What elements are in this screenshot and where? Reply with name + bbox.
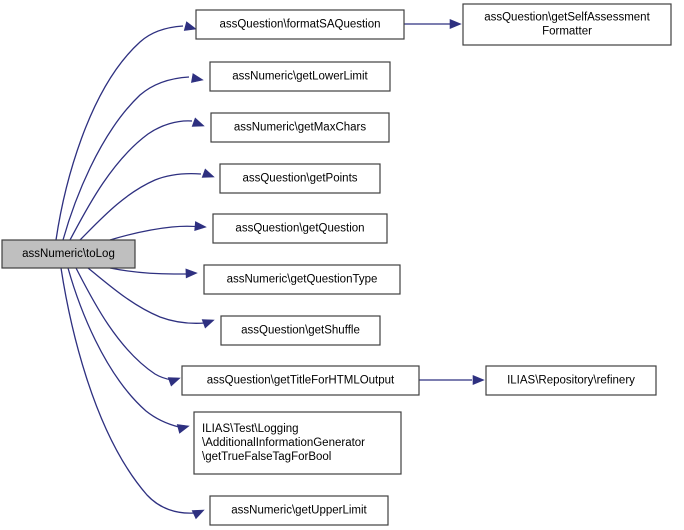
edge-line xyxy=(75,267,173,381)
node-label: assQuestion\getQuestion xyxy=(235,223,364,235)
node-box[interactable] xyxy=(195,9,405,40)
node-getTitleForHTMLOutput[interactable]: assQuestion\getTitleForHTMLOutput xyxy=(181,365,420,396)
node-box[interactable] xyxy=(203,264,401,295)
node-label: assQuestion\getPoints xyxy=(242,173,357,185)
arrowhead-icon xyxy=(167,377,181,387)
node-getQuestionType[interactable]: assNumeric\getQuestionType xyxy=(203,264,401,295)
edge-root-to-getShuffle xyxy=(87,267,215,329)
node-getTrueFalseTagForBool[interactable]: ILIAS\Test\Logging \AdditionalInformation… xyxy=(193,411,402,475)
node-box[interactable] xyxy=(219,163,381,194)
edge-line xyxy=(55,25,184,241)
edge-line xyxy=(60,267,195,514)
edge-line xyxy=(69,120,193,241)
node-label: ILIAS\Test\Logging xyxy=(202,423,299,435)
arrowhead-icon xyxy=(191,73,204,83)
edge-line xyxy=(109,267,192,275)
node-label: \AdditionalInformationGenerator xyxy=(202,437,365,449)
node-label: \getTrueFalseTagForBool xyxy=(202,451,331,463)
node-label: assQuestion\formatSAQuestion xyxy=(219,19,380,31)
edge-root-to-getQuestionType xyxy=(109,267,198,279)
edge-line xyxy=(79,173,202,241)
node-label: assNumeric\getUpperLimit xyxy=(231,505,367,517)
node-getPoints[interactable]: assQuestion\getPoints xyxy=(219,163,381,194)
arrowhead-icon xyxy=(194,221,207,231)
node-getMaxChars[interactable]: assNumeric\getMaxChars xyxy=(210,112,390,143)
node-getQuestion[interactable]: assQuestion\getQuestion xyxy=(212,213,388,244)
edge-root-to-formatSAQuestion xyxy=(55,21,197,241)
edges-layer xyxy=(55,19,485,520)
arrowhead-icon xyxy=(183,21,197,31)
edge-line xyxy=(87,267,206,324)
node-root[interactable]: assNumeric\toLog xyxy=(1,239,136,269)
edge-root-to-getUpperLimit xyxy=(60,267,205,520)
node-box[interactable] xyxy=(220,315,381,346)
edge-line xyxy=(62,76,190,241)
edge-getTitleForHTMLOutput-to-refinery xyxy=(419,375,485,385)
edge-root-to-getTitleForHTMLOutput xyxy=(75,267,181,387)
node-box[interactable] xyxy=(193,411,402,475)
nodes-layer: assNumeric\toLog assQuestion\formatSAQues… xyxy=(1,3,672,526)
arrowhead-icon xyxy=(472,375,485,385)
node-box[interactable] xyxy=(209,495,389,526)
node-box[interactable] xyxy=(485,365,657,396)
arrowhead-icon xyxy=(191,509,205,520)
node-label: assNumeric\toLog xyxy=(22,248,115,260)
edge-root-to-getLowerLimit xyxy=(62,73,204,241)
edge-formatSAQuestion-to-getSelfAssessmentFormatter xyxy=(404,19,462,29)
node-label: ILIAS\Repository\refinery xyxy=(507,375,635,387)
node-box[interactable] xyxy=(209,61,391,92)
node-box[interactable] xyxy=(1,239,136,269)
arrowhead-icon xyxy=(201,319,215,329)
node-formatSAQuestion[interactable]: assQuestion\formatSAQuestion xyxy=(195,9,405,40)
node-label: assQuestion\getSelfAssessment xyxy=(484,12,650,24)
edge-root-to-getQuestion xyxy=(109,221,207,241)
edge-line xyxy=(109,225,203,241)
edge-root-to-getPoints xyxy=(79,168,215,241)
node-box[interactable] xyxy=(210,112,390,143)
node-box[interactable] xyxy=(212,213,388,244)
node-getShuffle[interactable]: assQuestion\getShuffle xyxy=(220,315,381,346)
edge-line xyxy=(67,267,180,428)
node-label: Formatter xyxy=(542,26,592,38)
node-box[interactable] xyxy=(181,365,420,396)
node-label: assQuestion\getTitleForHTMLOutput xyxy=(207,375,395,387)
node-refinery[interactable]: ILIAS\Repository\refinery xyxy=(485,365,657,396)
edge-root-to-getTrueFalseTagForBool xyxy=(67,267,190,434)
arrowhead-icon xyxy=(176,424,190,434)
node-box[interactable] xyxy=(462,3,672,46)
arrowhead-icon xyxy=(201,168,215,178)
node-getLowerLimit[interactable]: assNumeric\getLowerLimit xyxy=(209,61,391,92)
arrowhead-icon xyxy=(185,268,198,279)
arrowhead-icon xyxy=(449,19,462,29)
node-getUpperLimit[interactable]: assNumeric\getUpperLimit xyxy=(209,495,389,526)
edge-root-to-getMaxChars xyxy=(69,117,205,241)
node-label: assNumeric\getMaxChars xyxy=(234,122,367,134)
node-label: assNumeric\getQuestionType xyxy=(227,274,378,286)
node-label: assQuestion\getShuffle xyxy=(241,325,360,337)
node-label: assNumeric\getLowerLimit xyxy=(232,71,368,83)
arrowhead-icon xyxy=(191,117,205,127)
